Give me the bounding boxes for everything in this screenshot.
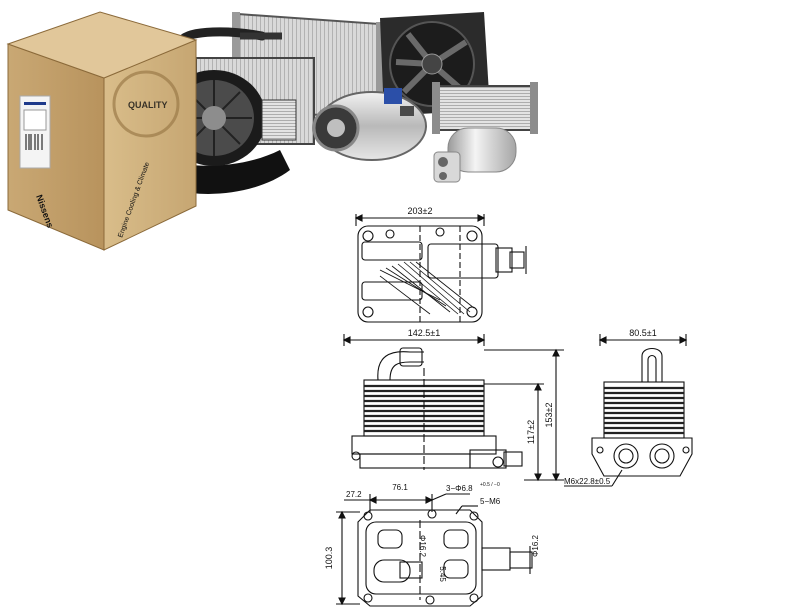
front-view-height-dim-inner: 117±2 (526, 420, 536, 444)
bottom-view-drawing (336, 493, 533, 607)
bottom-view-height-dim: 100.3 (324, 547, 334, 570)
side-view-drawing (564, 334, 693, 487)
front-view-width-dim: 142.5±1 (408, 328, 440, 338)
receiver-dryer-image (433, 127, 517, 183)
bottom-view-hole-tol: +0.5 / −0 (480, 482, 500, 488)
front-view-drawing (342, 334, 564, 482)
bottom-view-pipe-dim-outer: Φ16.2 (531, 534, 540, 557)
cooling-fan-image (380, 12, 490, 116)
side-view-width-dim: 80.5±1 (629, 328, 656, 338)
bottom-view-pipe-dim-inner: Φ16.2 (418, 535, 427, 558)
side-view-thread-callout: M6x22.8±0.5 (564, 477, 611, 486)
bottom-view-dim-left: 27.2 (346, 490, 362, 499)
product-collage: Nissens Engine Cooling & Climate QUALITY (6, 11, 538, 251)
front-view-height-dim-outer: 153±2 (544, 403, 554, 428)
bottom-view-dim-mid: 76.1 (392, 483, 408, 492)
nissens-box-image: Nissens Engine Cooling & Climate QUALITY (6, 11, 198, 251)
top-view-drawing (354, 214, 527, 323)
bottom-view-hole-callout: 3−Φ6.8 (446, 484, 473, 493)
box-logo-text: QUALITY (128, 100, 168, 110)
ac-compressor-image (312, 88, 427, 161)
top-view-width-dim: 203±2 (408, 206, 433, 216)
bottom-view-port-dim: 5.45 (438, 566, 447, 582)
bottom-view-thread-callout: 5−M6 (480, 497, 501, 506)
